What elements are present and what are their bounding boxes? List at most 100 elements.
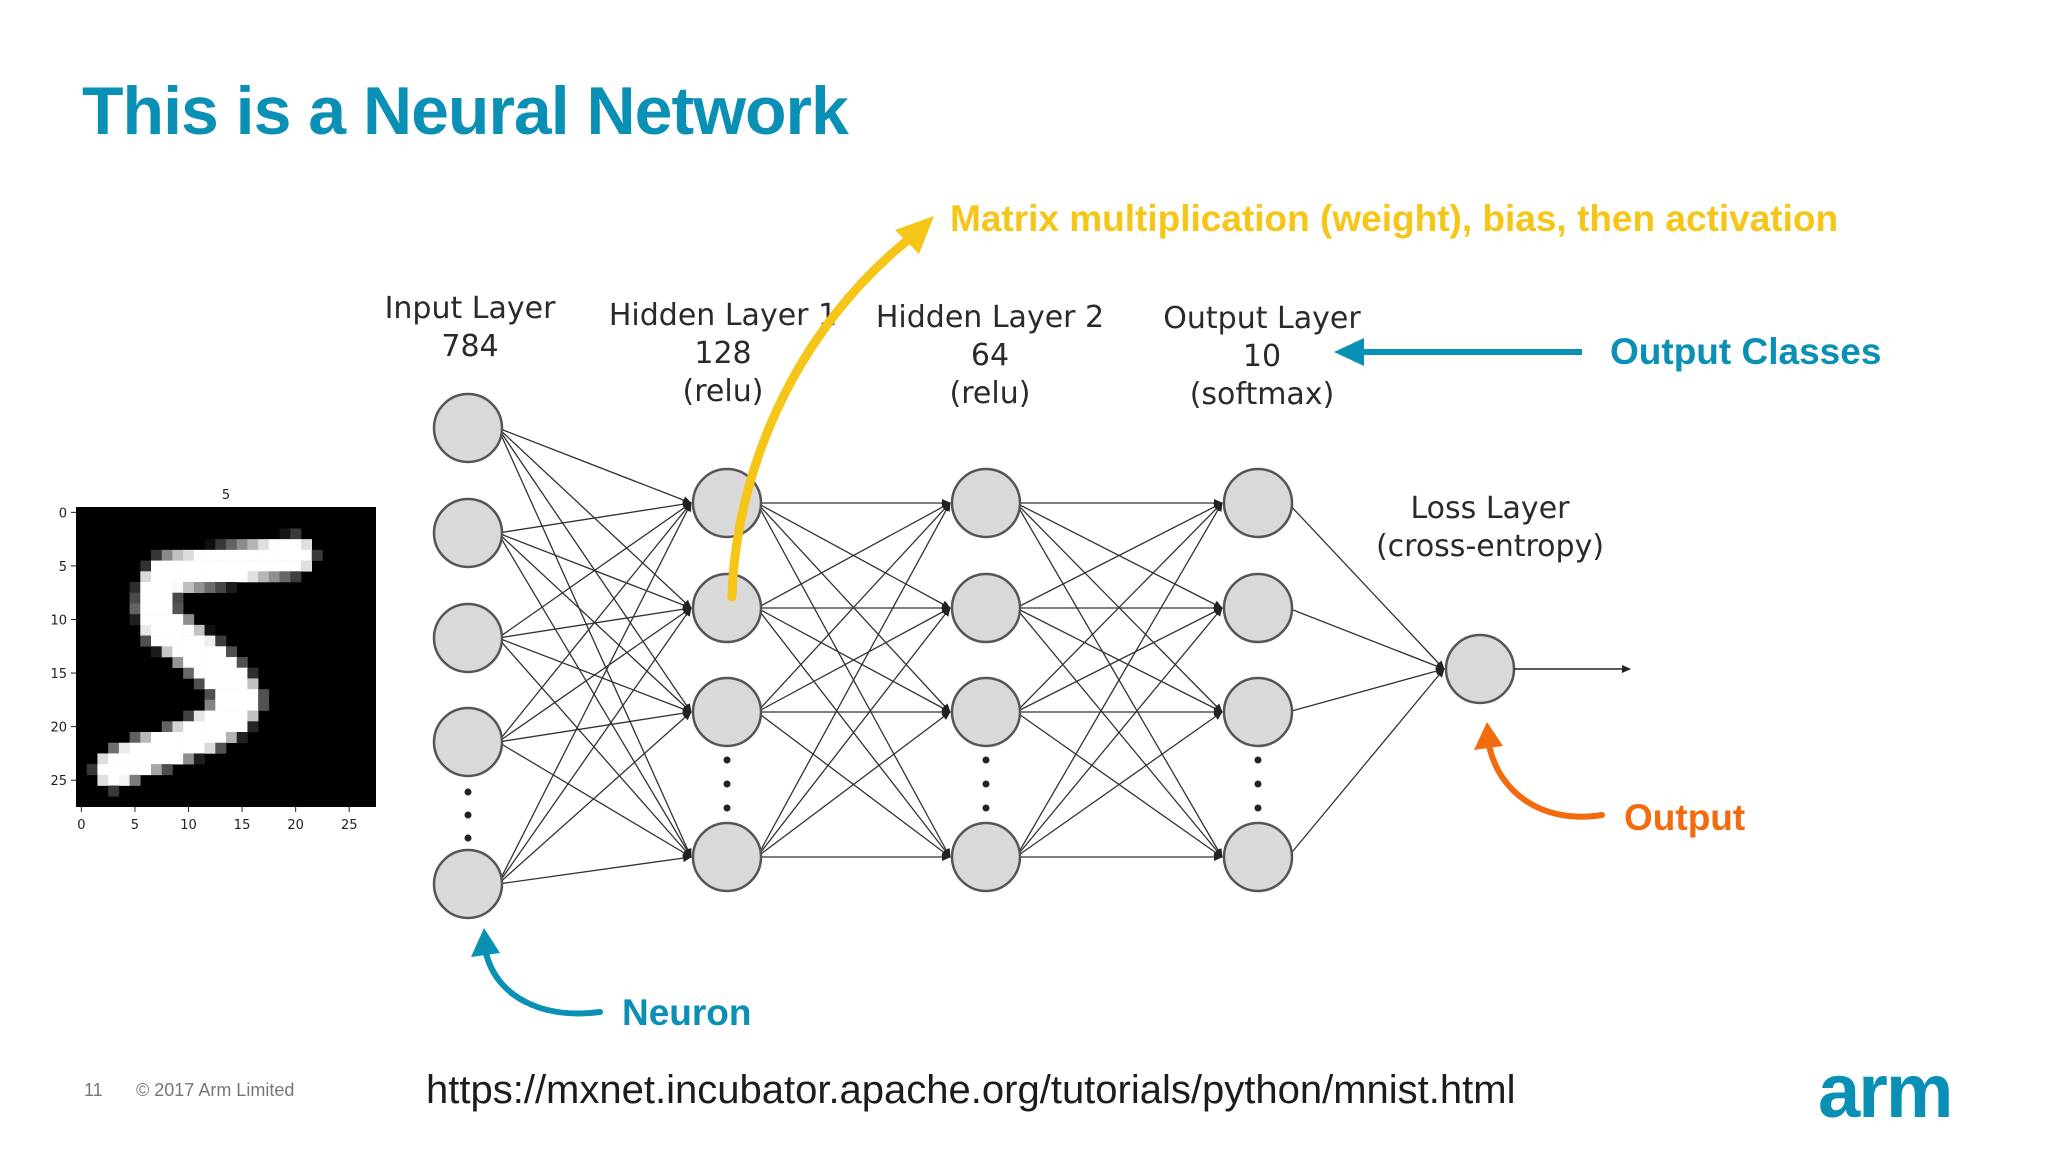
y-tick-label: 10 — [50, 614, 67, 629]
connection-line — [497, 532, 692, 858]
connection-line — [497, 741, 692, 858]
digit-pixel — [151, 624, 163, 636]
digit-pixel — [161, 742, 173, 754]
digit-pixel — [172, 549, 184, 561]
digit-pixel — [236, 539, 248, 551]
connection-line — [497, 427, 692, 504]
x-tick-label: 0 — [77, 818, 85, 833]
digit-pixel — [226, 539, 238, 551]
digit-pixel — [258, 549, 270, 561]
digit-pixel — [140, 592, 152, 604]
digit-pixel — [226, 699, 238, 711]
digit-pixel — [118, 753, 130, 765]
digit-pixel — [129, 774, 141, 786]
layer-name: Hidden Layer 1 — [609, 298, 837, 333]
network-neurons — [432, 392, 1516, 920]
digit-pixel — [247, 689, 259, 701]
neuron-node — [1222, 572, 1294, 644]
digit-pixel — [226, 560, 238, 572]
digit-pixel — [140, 614, 152, 626]
connection-line — [1015, 607, 1223, 713]
connection-line — [1015, 502, 1223, 609]
connection-line — [1287, 668, 1445, 858]
digit-pixel — [215, 582, 227, 594]
copyright: © 2017 Arm Limited — [136, 1080, 295, 1100]
digit-pixel — [204, 732, 216, 744]
ellipsis-dot — [464, 811, 472, 819]
digit-pixel — [226, 657, 238, 669]
digit-pixel — [193, 753, 205, 765]
digit-pixel — [236, 699, 248, 711]
digit-pixel — [183, 710, 195, 722]
digit-pixel — [140, 635, 152, 647]
x-tick-label: 5 — [131, 818, 139, 833]
digit-pixel — [161, 549, 173, 561]
digit-pixel — [204, 689, 216, 701]
neuron-annotation: Neuron — [622, 992, 752, 1033]
connection-line — [756, 502, 951, 858]
digit-pixel — [236, 732, 248, 744]
digit-pixel — [247, 721, 259, 733]
digit-pixel — [86, 764, 98, 776]
digit-pixel — [161, 603, 173, 615]
digit-pixel — [215, 646, 227, 658]
ellipsis-dot — [982, 780, 990, 788]
digit-pixel — [151, 753, 163, 765]
digit-pixel — [193, 657, 205, 669]
digit-pixel — [193, 710, 205, 722]
digit-pixel — [108, 785, 120, 797]
digit-pixel — [183, 635, 195, 647]
neuron-node — [950, 467, 1022, 539]
digit-pixel — [258, 699, 270, 711]
connection-line — [756, 607, 951, 858]
connection-line — [497, 427, 692, 858]
digit-pixel — [183, 624, 195, 636]
connection-line — [756, 502, 951, 609]
layer-size: 10 — [1243, 339, 1281, 374]
connection-line — [497, 711, 692, 885]
digit-pixel — [204, 624, 216, 636]
digit-pixel — [140, 582, 152, 594]
digit-pixel — [151, 742, 163, 754]
digit-pixel — [247, 710, 259, 722]
digit-pixel — [215, 678, 227, 690]
digit-pixel — [183, 732, 195, 744]
digit-pixel — [172, 657, 184, 669]
digit-pixel — [161, 592, 173, 604]
output-annotation: Output — [1624, 797, 1745, 838]
layer-label-output: Output Layer 10 (softmax) — [1163, 301, 1361, 412]
digit-pixel — [172, 624, 184, 636]
digit-pixel — [172, 614, 184, 626]
digit-pixel — [247, 678, 259, 690]
digit-pixel — [151, 582, 163, 594]
layer-activation: (relu) — [950, 376, 1031, 411]
neuron-node — [432, 848, 504, 920]
source-url[interactable]: https://mxnet.incubator.apache.org/tutor… — [426, 1068, 1516, 1112]
digit-pixel — [118, 764, 130, 776]
digit-pixel — [183, 742, 195, 754]
layer-label-input: Input Layer 784 — [385, 291, 557, 364]
neuron-annotation-arrow — [483, 950, 603, 1017]
neuron-node — [691, 572, 763, 644]
digit-pixel — [215, 549, 227, 561]
digit-pixel — [172, 635, 184, 647]
arm-logo: arm — [1818, 1049, 1953, 1134]
digit-pixel — [161, 614, 173, 626]
digit-pixel — [215, 721, 227, 733]
digit-pixel — [129, 742, 141, 754]
layer-name: Input Layer — [385, 291, 557, 326]
neuron-node — [950, 821, 1022, 893]
layer-name: Output Layer — [1163, 301, 1361, 336]
connection-line — [497, 607, 692, 743]
digit-pixel — [236, 721, 248, 733]
digit-pixel — [97, 753, 109, 765]
connection-line — [1015, 607, 1223, 858]
digit-pixel — [140, 624, 152, 636]
digit-pixel — [140, 571, 152, 583]
digit-pixel — [183, 560, 195, 572]
digit-pixel — [193, 667, 205, 679]
digit-pixel — [129, 732, 141, 744]
digit-pixel — [215, 732, 227, 744]
y-tick-label: 20 — [50, 721, 67, 736]
